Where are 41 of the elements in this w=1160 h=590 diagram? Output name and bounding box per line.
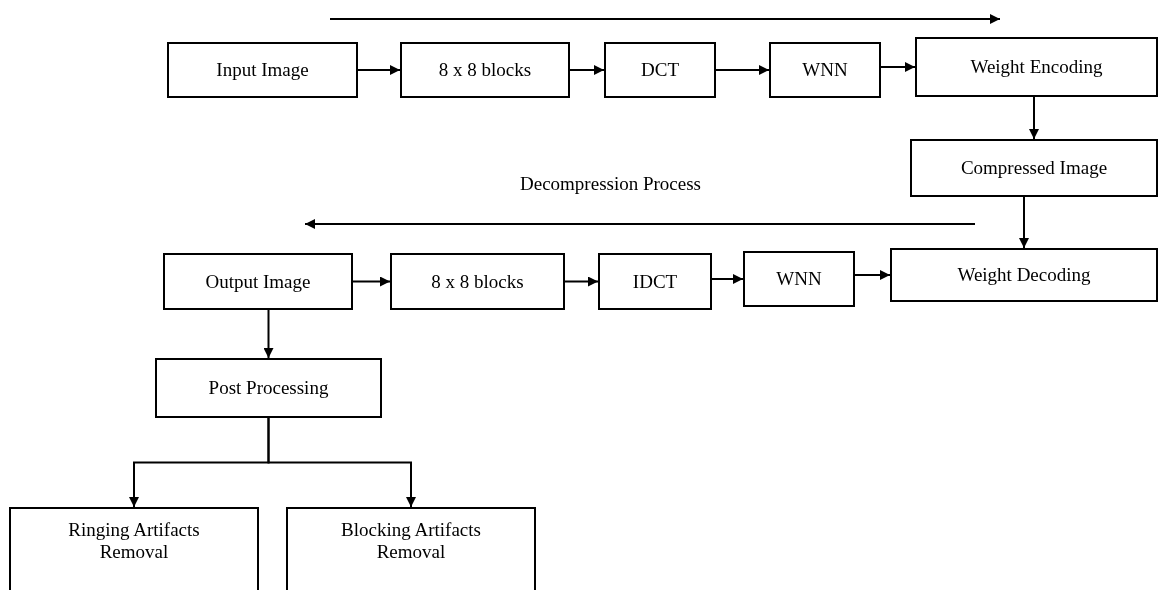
process-box xyxy=(915,37,1158,97)
box-label: DCT xyxy=(641,59,679,81)
process-box xyxy=(890,248,1158,302)
process-label: Decompression Process xyxy=(520,173,701,195)
process-box xyxy=(604,42,716,98)
arrow xyxy=(569,65,605,75)
arrow xyxy=(880,62,916,72)
box-label: WNN xyxy=(776,268,822,290)
arrow xyxy=(263,309,274,359)
arrow xyxy=(564,276,599,287)
box-label: Ringing Artifacts Removal xyxy=(67,519,201,563)
box-label: 8 x 8 blocks xyxy=(431,270,524,293)
process-box xyxy=(390,253,565,310)
process-box xyxy=(743,251,855,307)
process-box xyxy=(910,139,1158,197)
process-box xyxy=(9,507,259,590)
box-label: Output Image xyxy=(205,270,311,293)
box-label: Post Processing xyxy=(208,377,329,399)
box-label: Weight Decoding xyxy=(957,264,1091,286)
process-box xyxy=(598,253,712,310)
box-label: 8 x 8 blocks xyxy=(438,59,532,81)
process-box xyxy=(167,42,358,98)
process-box xyxy=(769,42,881,98)
arrow xyxy=(1029,96,1039,140)
box-label: Input Image xyxy=(216,59,309,81)
arrow xyxy=(267,417,416,508)
process-box xyxy=(400,42,570,98)
arrow xyxy=(854,270,891,280)
box-label: Blocking Artifacts Removal xyxy=(340,519,482,563)
box-label: WNN xyxy=(802,59,848,81)
process-box xyxy=(286,507,536,590)
box-label: Weight Encoding xyxy=(970,56,1103,78)
box-label: IDCT xyxy=(632,270,678,293)
arrow xyxy=(1019,196,1029,249)
process-box xyxy=(155,358,382,418)
arrow xyxy=(715,65,770,75)
arrow xyxy=(357,65,401,75)
box-label: Compressed Image xyxy=(960,157,1108,179)
arrow xyxy=(711,274,744,284)
process-box xyxy=(163,253,353,310)
arrow xyxy=(352,276,391,287)
